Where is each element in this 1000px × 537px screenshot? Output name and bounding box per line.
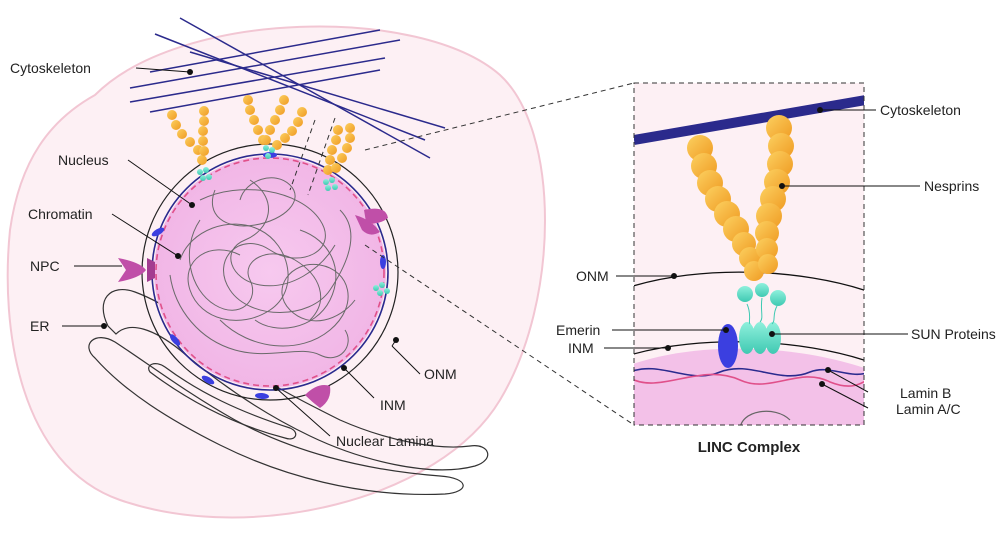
label-npc: NPC [30,258,60,274]
nesprin-middle [243,95,307,150]
inset-nesprins [687,115,794,281]
inset-label-emerin: Emerin [556,322,600,338]
inset-lamin-ac [634,373,864,387]
nesprin-chains [167,95,355,175]
label-onm: ONM [424,366,457,382]
inset-label-inm: INM [568,340,594,356]
inset-emerin [718,324,738,368]
label-inm: INM [380,397,406,413]
npc-pores [118,208,388,408]
zoom-guides [289,82,635,426]
nesprin-left [167,106,209,165]
inset-nucleus [634,348,864,425]
inset-border [633,82,865,426]
inset-title: LINC Complex [698,439,801,456]
inset-label-lamin-ac: Lamin A/C [896,401,961,417]
label-chromatin: Chromatin [28,206,93,222]
inset-label-sun-proteins: SUN Proteins [911,326,996,342]
inset-label-nesprins: Nesprins [924,178,979,194]
inset-panel [633,82,865,426]
leader-lines [62,67,920,437]
cytoskeleton-filaments [129,17,446,159]
nesprin-right [323,123,355,175]
chromatin [169,177,356,359]
label-nucleus: Nucleus [58,152,109,168]
label-er: ER [30,318,49,334]
nuclear-lamina [155,157,385,387]
sun-clusters [197,145,390,296]
inset-cytoskeleton-bar [634,95,864,145]
label-cytoskeleton: Cytoskeleton [10,60,91,76]
inset-label-onm: ONM [576,268,609,284]
nucleus [154,156,386,388]
inset-sun-proteins [737,283,786,354]
labels: Cytoskeleton Nucleus Chromatin NPC ER ON… [10,60,996,456]
inset-label-lamin-b: Lamin B [900,385,951,401]
label-nuclear-lamina: Nuclear Lamina [336,433,434,449]
inset-label-cytoskeleton: Cytoskeleton [880,102,961,118]
inset-lamin-b [634,367,864,377]
